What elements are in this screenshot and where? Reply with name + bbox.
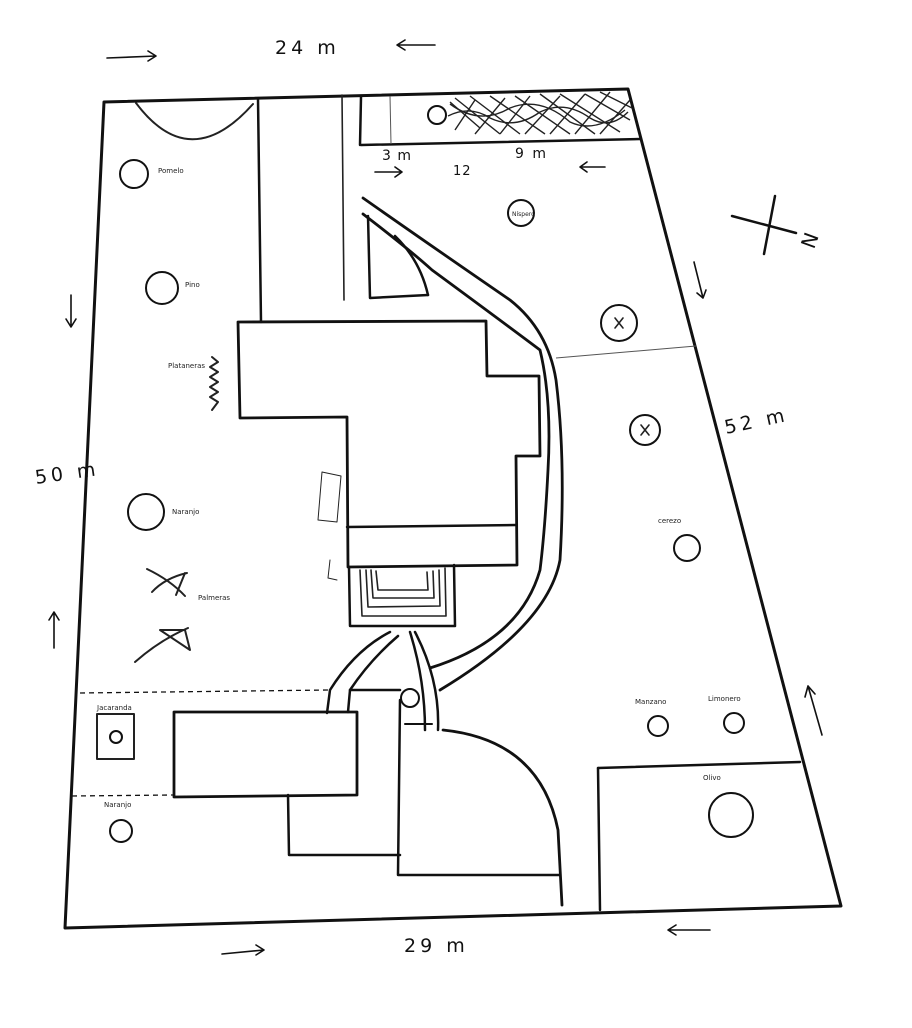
label-manzano: Manzano: [635, 698, 666, 706]
nispero-tree-icon: [507, 199, 535, 227]
naranjo-2-tree-icon: [109, 819, 133, 843]
hatched-planting-area: [447, 91, 633, 135]
jacaranda-tree-icon: [109, 730, 123, 744]
house-terrace-line: [345, 523, 518, 529]
dimension-left: 50 m: [34, 458, 101, 489]
dimension-inner-b: 12: [453, 164, 472, 179]
plataneras-zigzag-icon: [209, 356, 219, 411]
olive-enclosure-side: [596, 766, 602, 912]
dimension-right: 52 m: [722, 404, 790, 439]
label-cerezo: cerezo: [658, 517, 681, 525]
dimension-bottom: 29 m: [404, 935, 469, 957]
dimension-arrows: [48, 39, 823, 956]
garage-enclosure: [366, 214, 430, 300]
arrow-top-left: [396, 39, 436, 51]
x-mark-icon: [614, 317, 624, 329]
arrow-left-down: [65, 294, 77, 328]
right-garden-divider: [555, 345, 697, 359]
strip-shrub-icon: [427, 105, 447, 125]
entry-steps: [359, 567, 447, 617]
jacaranda-planter: [96, 713, 135, 760]
label-olivo: Olivo: [703, 774, 721, 782]
house-detail-sketch: [317, 471, 342, 523]
cerezo-tree-icon: [673, 534, 701, 562]
path-shrub-icon: [400, 688, 420, 708]
label-plataneras: Plataneras: [168, 362, 205, 370]
patio-wall: [358, 95, 363, 147]
north-compass: N: [730, 194, 825, 256]
house-detail-mark: [327, 559, 338, 581]
arrow-top-right: [106, 50, 157, 62]
label-jacaranda: Jacaranda: [96, 704, 132, 712]
label-nispero: Níspero: [512, 211, 535, 218]
arrow-inner-left: [579, 161, 606, 173]
label-naranjo-2: Naranjo: [104, 801, 131, 809]
label-naranjo: Naranjo: [172, 508, 199, 516]
dimension-inner-c: 9 m: [515, 146, 548, 162]
x-mark-icon: [640, 424, 650, 436]
entry-terrace: [347, 563, 457, 628]
olive-enclosure-top: [596, 760, 802, 770]
label-limonero: Limonero: [708, 695, 741, 703]
pino-tree-icon: [145, 271, 179, 305]
semicircle-feature: [135, 102, 254, 141]
dashed-line-upper: [79, 689, 331, 694]
left-wall: [256, 97, 263, 324]
top-strip-bottom: [359, 137, 642, 147]
palmeras-sketch-icon: [134, 568, 191, 663]
driveway-paths: [325, 196, 564, 732]
arrow-bottom-left: [667, 924, 711, 936]
patio-inner-line: [341, 94, 345, 301]
plot-boundary: [63, 87, 843, 930]
olivo-tree-icon: [708, 792, 754, 838]
dimension-inner-a: 3 m: [382, 148, 412, 164]
label-pomelo: Pomelo: [158, 167, 184, 175]
arrow-inner-right: [374, 166, 403, 178]
arrow-right-up: [804, 685, 823, 736]
label-pino: Pino: [185, 281, 200, 289]
label-palmeras: Palmeras: [198, 594, 230, 602]
naranjo-tree-icon: [127, 493, 165, 531]
top-strip-divider: [389, 95, 392, 145]
manzano-tree-icon: [647, 715, 669, 737]
arrow-bottom-right: [221, 944, 265, 956]
compass-north-label: N: [796, 226, 825, 252]
courtyard-wall: [396, 698, 562, 877]
dashed-line-lower: [71, 794, 175, 797]
annex-building: [172, 710, 359, 799]
curved-path-bottom: [441, 728, 564, 907]
dimension-top: 24 m: [275, 37, 340, 59]
limonero-tree-icon: [723, 712, 745, 734]
trees: [109, 159, 754, 843]
annex-wall: [286, 793, 402, 857]
arrow-left-up: [48, 611, 60, 649]
arrow-right-down: [693, 261, 707, 299]
pomelo-tree-icon: [119, 159, 149, 189]
house-outline: [236, 319, 542, 569]
